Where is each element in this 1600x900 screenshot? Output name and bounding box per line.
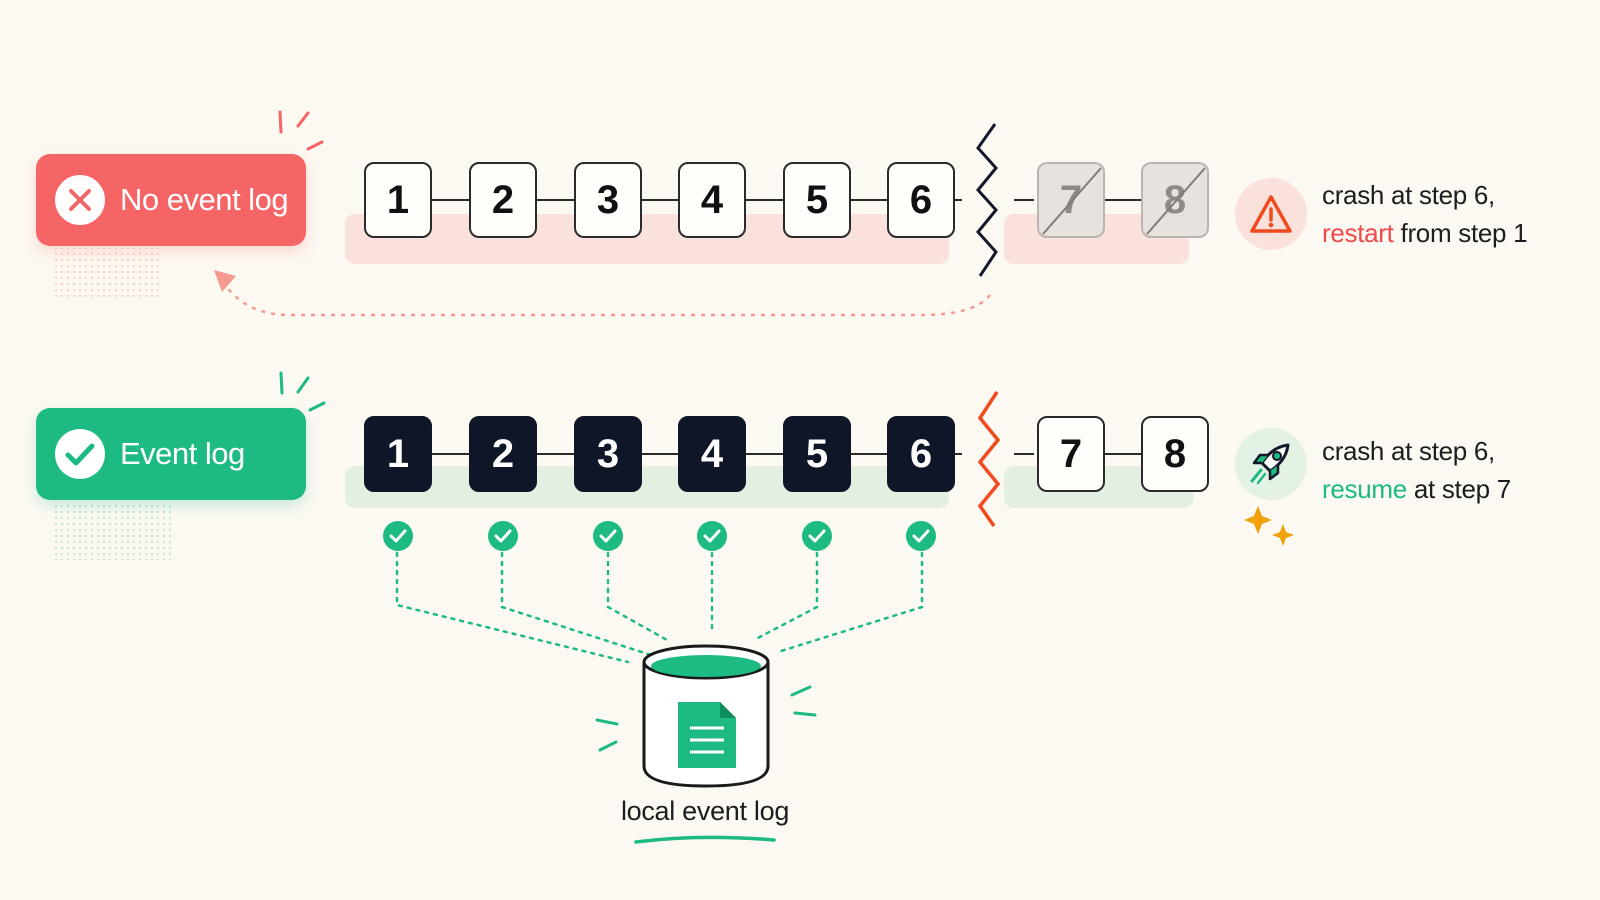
- step-box: 8: [1141, 416, 1209, 492]
- step-box: 1: [364, 416, 432, 492]
- step-number: 2: [491, 177, 515, 222]
- strike-through: [1146, 167, 1206, 235]
- step-number: 2: [491, 431, 515, 476]
- step-number: 3: [596, 177, 620, 222]
- message-line-2: resume at step 7: [1322, 470, 1511, 508]
- restart-arrow: [222, 282, 991, 317]
- message-line-2: restart from step 1: [1322, 214, 1528, 252]
- step-box: 1: [364, 162, 432, 238]
- dot-texture-ok: [52, 502, 172, 560]
- check-icon: [905, 520, 937, 557]
- step-number: 8: [1163, 177, 1187, 222]
- step-connector: [537, 199, 574, 201]
- step-box: 4: [678, 416, 746, 492]
- step-number: 1: [386, 177, 410, 222]
- warning-icon-circle: [1235, 178, 1307, 250]
- step-connector: [851, 453, 887, 455]
- dot-texture-fail: [52, 248, 162, 300]
- no-event-log-badge: No event log: [36, 154, 306, 246]
- badge-label: Event log: [120, 436, 245, 471]
- step-box: 2: [469, 416, 537, 492]
- step-connector: [1105, 199, 1141, 201]
- event-log-badge: Event log: [36, 408, 306, 500]
- x-circle-icon: [54, 174, 106, 226]
- step-box: 7: [1037, 162, 1105, 238]
- burst-marks-ok: [279, 371, 326, 412]
- step-box: 2: [469, 162, 537, 238]
- message-rest: at step 7: [1406, 474, 1511, 504]
- step-box: 3: [574, 416, 642, 492]
- message-line-1: crash at step 6,: [1322, 436, 1495, 466]
- log-connector-lines: [395, 551, 924, 664]
- step-number: 3: [596, 431, 620, 476]
- step-box: 5: [783, 162, 851, 238]
- rocket-icon: [1250, 443, 1290, 485]
- check-icon: [696, 520, 728, 557]
- step-box: 6: [887, 416, 955, 492]
- check-icon: [382, 520, 414, 557]
- step-number: 4: [700, 177, 724, 222]
- resume-highlight: resume: [1322, 474, 1407, 504]
- step-number: 4: [700, 431, 724, 476]
- event-log-message: crash at step 6, resume at step 7: [1322, 432, 1511, 508]
- step-box: 7: [1037, 416, 1105, 492]
- restart-arrow-head: [214, 270, 236, 292]
- crash-break-no-log: [976, 123, 998, 277]
- rocket-icon-circle: [1235, 428, 1307, 500]
- step-box: 3: [574, 162, 642, 238]
- step-connector: [746, 199, 783, 201]
- strike-through: [1042, 167, 1102, 235]
- step-connector: [432, 453, 469, 455]
- crash-bolt-event-log: [977, 391, 1001, 528]
- storage-label: local event log: [620, 796, 790, 826]
- message-rest: from step 1: [1393, 218, 1528, 248]
- step-connector: [851, 199, 887, 201]
- step-number: 7: [1059, 431, 1083, 476]
- step-box: 4: [678, 162, 746, 238]
- step-number: 5: [805, 431, 829, 476]
- no-log-message: crash at step 6, restart from step 1: [1322, 176, 1528, 252]
- step-box: 6: [887, 162, 955, 238]
- check-circle-icon: [54, 428, 106, 480]
- restart-highlight: restart: [1322, 218, 1394, 248]
- database-sparks: [595, 685, 817, 752]
- step-connector: [1105, 453, 1141, 455]
- check-icon: [592, 520, 624, 557]
- label-underline: [634, 835, 776, 844]
- document-icon: [678, 702, 736, 768]
- burst-marks-fail: [278, 110, 324, 151]
- step-connector: [642, 453, 678, 455]
- sparkle-icons: [1244, 506, 1294, 546]
- step-number: 7: [1059, 177, 1083, 222]
- step-number: 6: [909, 431, 933, 476]
- step-number: 5: [805, 177, 829, 222]
- check-icon: [801, 520, 833, 557]
- badge-label: No event log: [120, 182, 289, 217]
- step-box: 5: [783, 416, 851, 492]
- step-box: 8: [1141, 162, 1209, 238]
- step-connector: [432, 199, 469, 201]
- step-number: 8: [1163, 431, 1187, 476]
- step-connector: [537, 453, 574, 455]
- check-icon: [487, 520, 519, 557]
- message-line-1: crash at step 6,: [1322, 180, 1495, 210]
- step-connector: [746, 453, 783, 455]
- step-connector: [642, 199, 678, 201]
- warning-triangle-icon: [1250, 195, 1292, 233]
- step-number: 6: [909, 177, 933, 222]
- step-number: 1: [386, 431, 410, 476]
